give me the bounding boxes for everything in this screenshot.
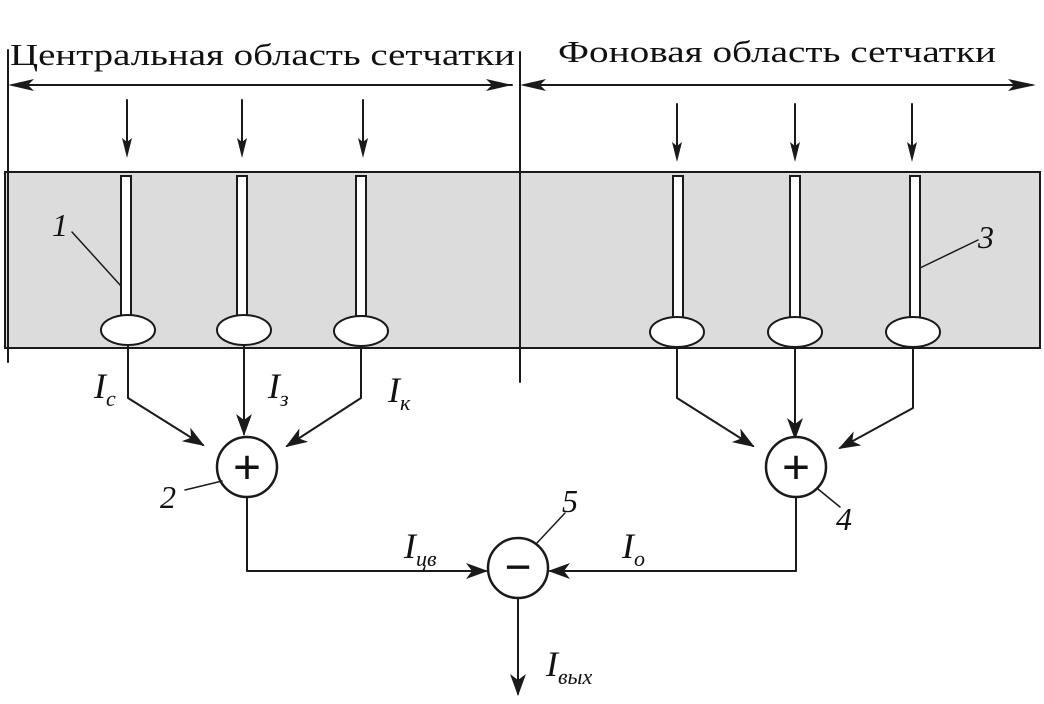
central-region-extent-arrow (8, 79, 513, 91)
central-region-label: Центральная область сетчатки (10, 37, 515, 72)
output-connections (246, 496, 797, 696)
receptor-cell (885, 175, 941, 348)
callout-line-1 (71, 231, 122, 287)
receptor-cell (333, 175, 389, 347)
receptor-cell (649, 175, 705, 348)
receptor-cells (100, 175, 941, 348)
background-connections (676, 347, 914, 449)
light-input-arrows (122, 99, 917, 162)
adder-center-node: + (215, 435, 279, 499)
background-region-extent-arrow (520, 79, 1036, 91)
callout-3: 3 (977, 219, 994, 255)
central-connections (127, 345, 362, 448)
signal-i-c: Iс (93, 366, 116, 411)
signal-i-k: Iк (387, 370, 411, 415)
signal-i-z: Iз (267, 366, 289, 411)
adder-background-node: + (764, 435, 828, 499)
signal-i-cv: Iцв (403, 526, 437, 571)
plus-symbol: + (233, 439, 262, 495)
receptor-cell (100, 175, 156, 346)
signal-i-out: Iвых (545, 644, 592, 689)
callout-line-4 (817, 488, 841, 508)
minus-symbol: − (504, 541, 531, 594)
callout-line-3 (919, 239, 979, 269)
retina-band (4, 171, 1041, 349)
plus-symbol: + (782, 439, 811, 495)
subtractor-node: − (486, 536, 550, 600)
callout-5: 5 (562, 483, 578, 519)
callout-2: 2 (160, 479, 176, 515)
receptor-cell (216, 175, 272, 346)
signal-i-o: Iо (621, 526, 645, 571)
callout-4: 4 (836, 501, 852, 537)
callout-line-2 (184, 480, 223, 491)
callout-line-5 (535, 512, 566, 545)
background-region-label: Фоновая область сетчатки (558, 34, 996, 69)
callout-1: 1 (52, 207, 68, 243)
